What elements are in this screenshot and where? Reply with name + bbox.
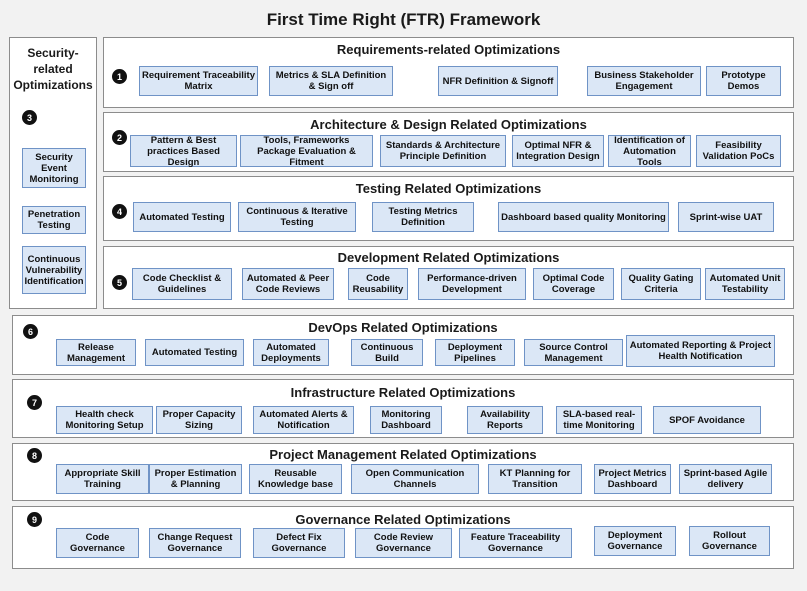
- diagram-title: First Time Right (FTR) Framework: [266, 10, 541, 29]
- section-title: Project Management Related Optimizations: [269, 447, 537, 462]
- section-architecture: Architecture & Design Related Optimizati…: [103, 112, 794, 172]
- item-box: Rollout Governance: [689, 526, 770, 556]
- section-title: Infrastructure Related Optimizations: [290, 385, 516, 400]
- section-title: Architecture & Design Related Optimizati…: [310, 117, 587, 132]
- item-box: Open Communication Channels: [351, 464, 479, 494]
- item-box: Sprint-wise UAT: [678, 202, 774, 232]
- section-title: DevOps Related Optimizations: [308, 320, 498, 335]
- item-box: Automated Reporting & Project Health Not…: [626, 335, 775, 367]
- item-box: Pattern & Best practices Based Design: [130, 135, 237, 168]
- item-box: Automated Deployments: [253, 339, 329, 366]
- section-title: Development Related Optimizations: [337, 250, 560, 265]
- item-box: Automated Testing: [145, 339, 244, 366]
- item-box: Defect Fix Governance: [253, 528, 345, 558]
- item-box: Code Reusability: [348, 268, 408, 300]
- security-number-badge: 3: [22, 110, 37, 125]
- section-number-badge: 7: [27, 395, 42, 410]
- item-box: Monitoring Dashboard: [370, 406, 442, 434]
- item-box: NFR Definition & Signoff: [438, 66, 558, 96]
- item-box: Continuous Build: [351, 339, 423, 366]
- item-box: Health check Monitoring Setup: [56, 406, 153, 434]
- item-box: Optimal Code Coverage: [533, 268, 614, 300]
- section-number-badge: 1: [112, 69, 127, 84]
- section-project-management: Project Management Related Optimizations…: [12, 443, 794, 501]
- item-box: Automated Testing: [133, 202, 231, 232]
- item-box: Prototype Demos: [706, 66, 781, 96]
- item-box: Code Review Governance: [355, 528, 452, 558]
- item-box: Feature Traceability Governance: [459, 528, 572, 558]
- item-box: Quality Gating Criteria: [621, 268, 701, 300]
- section-development: Development Related Optimizations 5 Code…: [103, 246, 794, 309]
- security-panel: Security-related Optimizations 3 Securit…: [9, 37, 97, 309]
- section-number-badge: 4: [112, 204, 127, 219]
- item-box: Deployment Governance: [594, 526, 676, 556]
- section-number-badge: 8: [27, 448, 42, 463]
- section-number-badge: 5: [112, 275, 127, 290]
- security-panel-title: Security-related Optimizations: [13, 46, 93, 92]
- security-item: Security Event Monitoring: [22, 148, 86, 188]
- item-box: Requirement Traceability Matrix: [139, 66, 258, 96]
- section-title: Governance Related Optimizations: [295, 512, 511, 527]
- item-box: Availability Reports: [467, 406, 543, 434]
- item-box: Testing Metrics Definition: [372, 202, 474, 232]
- item-box: Change Request Governance: [149, 528, 241, 558]
- section-title: Requirements-related Optimizations: [336, 42, 561, 57]
- item-box: Feasibility Validation PoCs: [696, 135, 781, 167]
- item-box: SPOF Avoidance: [653, 406, 761, 434]
- item-box: Optimal NFR & Integration Design: [512, 135, 604, 167]
- section-title: Testing Related Optimizations: [355, 181, 542, 196]
- security-item: Penetration Testing: [22, 206, 86, 234]
- item-box: Proper Capacity Sizing: [156, 406, 242, 434]
- item-box: Sprint-based Agile delivery: [679, 464, 772, 494]
- section-devops: DevOps Related Optimizations 6 Release M…: [12, 315, 794, 375]
- item-box: Performance-driven Development: [418, 268, 526, 300]
- security-item: Continuous Vulnerability Identification: [22, 246, 86, 294]
- item-box: Metrics & SLA Definition & Sign off: [269, 66, 393, 96]
- item-box: SLA-based real-time Monitoring: [556, 406, 642, 434]
- section-number-badge: 9: [27, 512, 42, 527]
- item-box: Business Stakeholder Engagement: [587, 66, 701, 96]
- item-box: Continuous & Iterative Testing: [238, 202, 356, 232]
- section-testing: Testing Related Optimizations 4 Automate…: [103, 176, 794, 241]
- section-number-badge: 6: [23, 324, 38, 339]
- item-box: Reusable Knowledge base: [249, 464, 342, 494]
- item-box: KT Planning for Transition: [488, 464, 582, 494]
- item-box: Appropriate Skill Training: [56, 464, 149, 494]
- item-box: Release Management: [56, 339, 136, 366]
- section-number-badge: 2: [112, 130, 127, 145]
- item-box: Proper Estimation & Planning: [149, 464, 242, 494]
- section-requirements: Requirements-related Optimizations 1 Req…: [103, 37, 794, 108]
- item-box: Source Control Management: [524, 339, 623, 366]
- item-box: Deployment Pipelines: [435, 339, 515, 366]
- item-box: Identification of Automation Tools: [608, 135, 691, 168]
- item-box: Code Checklist & Guidelines: [132, 268, 232, 300]
- item-box: Dashboard based quality Monitoring: [498, 202, 669, 232]
- section-governance: Governance Related Optimizations 9 Code …: [12, 506, 794, 569]
- item-box: Standards & Architecture Principle Defin…: [380, 135, 506, 167]
- item-box: Automated & Peer Code Reviews: [242, 268, 334, 300]
- item-box: Code Governance: [56, 528, 139, 558]
- section-infrastructure: Infrastructure Related Optimizations 7 H…: [12, 379, 794, 438]
- item-box: Project Metrics Dashboard: [594, 464, 671, 494]
- item-box: Automated Unit Testability: [705, 268, 785, 300]
- item-box: Automated Alerts & Notification: [253, 406, 354, 434]
- item-box: Tools, Frameworks Package Evaluation & F…: [240, 135, 373, 168]
